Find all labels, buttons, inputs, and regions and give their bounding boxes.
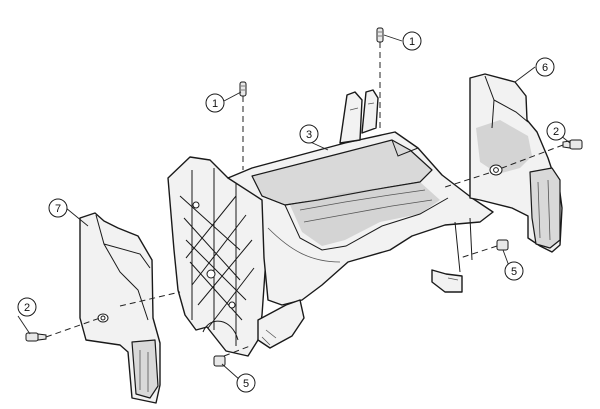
screw-5-right: [496, 239, 509, 251]
svg-text:1: 1: [212, 98, 218, 110]
callout-1-left: 1: [205, 93, 225, 113]
callout-2-right: 2: [546, 121, 566, 141]
left-side-panel: [79, 212, 161, 404]
svg-text:5: 5: [243, 378, 249, 390]
screw-2-left: [25, 332, 47, 342]
svg-text:5: 5: [511, 266, 517, 278]
screw-1-right: [376, 27, 384, 43]
svg-text:7: 7: [55, 203, 61, 215]
callout-1-right: 1: [402, 31, 422, 51]
screw-1-left: [239, 81, 247, 97]
svg-text:3: 3: [306, 129, 312, 141]
screw-2-right: [562, 139, 583, 150]
leader-lines: [17, 34, 571, 381]
svg-text:6: 6: [542, 62, 548, 74]
alignment-lines: [45, 42, 564, 357]
callout-5-right: 5: [504, 261, 524, 281]
screw-5-bottom: [213, 355, 226, 367]
callout-2-left: 2: [17, 297, 37, 317]
svg-text:1: 1: [409, 36, 415, 48]
svg-text:2: 2: [553, 126, 559, 138]
callout-3: 3: [299, 124, 319, 144]
main-housing: [167, 89, 494, 357]
callout-7: 7: [48, 198, 68, 218]
svg-text:2: 2: [24, 302, 30, 314]
callout-6: 6: [535, 57, 555, 77]
callout-5-bottom: 5: [236, 373, 256, 393]
